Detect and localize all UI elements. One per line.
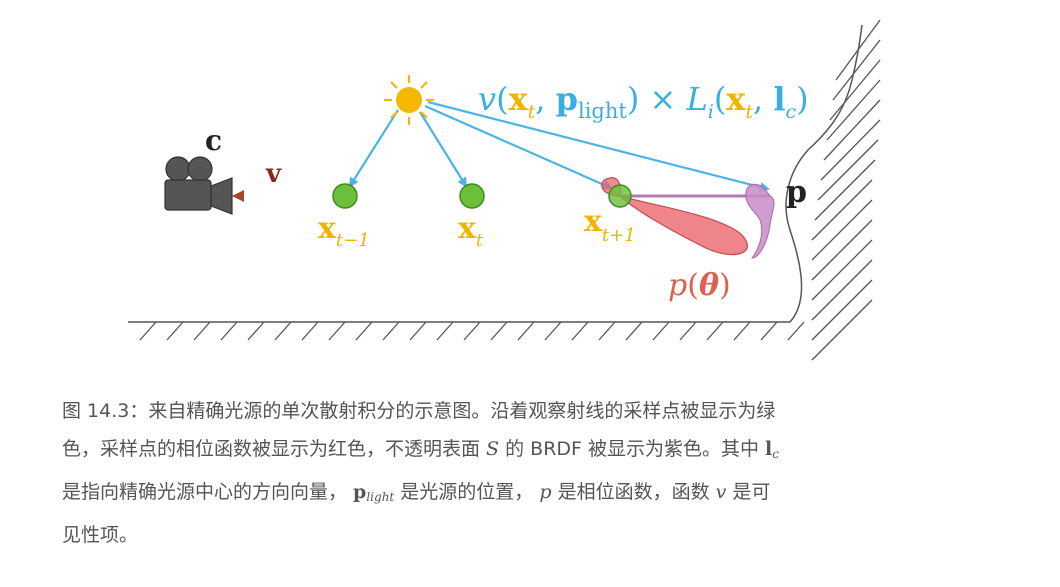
point-label: p [786, 175, 807, 210]
caption-line-1: 图 14.3：来自精确光源的单次散射积分的示意图。沿着观察射线的采样点被显示为绿 [62, 400, 776, 422]
sample-point-prev [332, 183, 358, 209]
ground-hatch-mark [463, 321, 481, 341]
ground-hatch-mark [733, 321, 751, 341]
sample-point-current [459, 183, 485, 209]
caption-line-3: 是指向精确光源中心的方向向量， plight 是光源的位置， p 是相位函数，函… [62, 481, 771, 504]
ground-hatch-mark [301, 321, 319, 341]
ground-hatch-mark [490, 321, 508, 341]
wall-hatch-mark [811, 199, 873, 261]
wall-hatch-mark [811, 299, 873, 361]
ground-hatch-mark [328, 321, 346, 341]
camera-icon [164, 156, 233, 215]
caption-line-4: 见性项。 [62, 524, 139, 546]
wall-hatch-mark [811, 239, 873, 301]
ground-hatch-mark [571, 321, 589, 341]
figure-caption: 图 14.3：来自精确光源的单次散射积分的示意图。沿着观察射线的采样点被显示为绿… [62, 392, 1007, 554]
opaque-surface-wall [785, 19, 881, 361]
sample-prev-label: xt−1 [318, 211, 370, 251]
wall-hatch-mark [823, 99, 881, 161]
ground-hatch-mark [679, 321, 697, 341]
ground-hatch-mark [517, 321, 535, 341]
ground-hatch-mark [220, 321, 238, 341]
sample-cur-label: xt [458, 211, 484, 251]
visibility-formula: v(xt, plight) × Li(xt, lc) [478, 80, 809, 123]
ground-hatch-mark [706, 321, 724, 341]
ground-hatch-mark [409, 321, 427, 341]
wall-hatch-mark [817, 139, 879, 201]
ground-hatch-mark [625, 321, 643, 341]
wall-hatch-mark [814, 159, 876, 221]
camera-label: c [205, 124, 222, 157]
sun-icon [384, 75, 434, 125]
ground-hatch-mark [598, 321, 616, 341]
wall-hatch-mark [826, 79, 881, 141]
ground-hatch-mark [544, 321, 562, 341]
ground-hatch-mark [274, 321, 292, 341]
wall-hatch-mark [811, 219, 873, 281]
ground-hatch-mark [139, 321, 157, 341]
ground-hatch-mark [436, 321, 454, 341]
wall-hatch-mark [829, 59, 881, 121]
wall-hatch-mark [832, 39, 881, 101]
ground-hatch-mark [355, 321, 373, 341]
scattering-diagram: c v p xt−1 xt xt+1 p(θ) v(xt, plight) × … [128, 19, 881, 361]
ground-surface [128, 321, 805, 341]
wall-hatch-mark [811, 279, 873, 341]
ground-hatch-mark [193, 321, 211, 341]
wall-hatch-mark [820, 119, 881, 181]
wall-hatch-mark [811, 179, 873, 241]
wall-hatch-mark [835, 19, 881, 81]
caption-line-2: 色，采样点的相位函数被显示为红色，不透明表面 S 的 BRDF 被显示为紫色。其… [62, 438, 779, 461]
ground-hatch-mark [652, 321, 670, 341]
phase-function-label: p(θ) [668, 268, 731, 303]
ground-hatch-mark [166, 321, 184, 341]
ground-hatch-mark [760, 321, 778, 341]
light-rays [348, 100, 770, 192]
ground-hatch-mark [382, 321, 400, 341]
ground-hatch-mark [247, 321, 265, 341]
wall-hatch-mark [811, 259, 873, 321]
sample-next-label: xt+1 [584, 204, 636, 246]
ground-hatch-mark [787, 321, 805, 341]
sample-point-next [608, 184, 632, 208]
view-dir-label: v [265, 159, 282, 189]
brdf-lobe-icon [745, 183, 775, 259]
